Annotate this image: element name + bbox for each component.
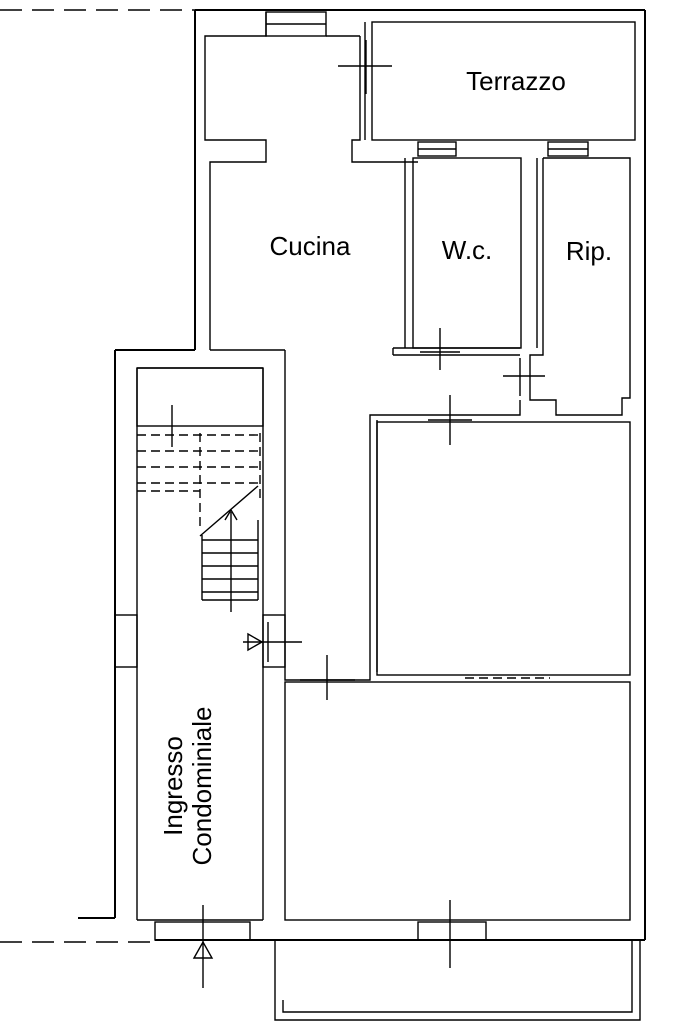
rip-door xyxy=(503,358,545,396)
stair-block xyxy=(114,367,286,921)
ingresso-condominiale-label: Ingresso Condominiale xyxy=(158,707,217,866)
rip-room xyxy=(529,141,631,416)
ingresso-label-line1: Ingresso xyxy=(158,736,188,836)
room-bottom-right xyxy=(284,677,631,921)
stair-arrow-icon xyxy=(224,508,238,612)
stair-steps-dashed xyxy=(137,433,261,531)
terrazzo-door xyxy=(338,40,392,94)
entry-arrow-icon xyxy=(192,940,214,959)
balcony-bottom xyxy=(274,940,641,1021)
stair-steps-solid xyxy=(199,485,259,601)
cucina-room xyxy=(210,349,521,681)
rip-label: Rip. xyxy=(566,236,612,266)
cucina-label: Cucina xyxy=(270,231,351,261)
room-bottom-window xyxy=(417,900,487,968)
room-bottom-door-top xyxy=(300,655,355,700)
room-middle-door xyxy=(428,395,472,445)
wc-door xyxy=(420,328,460,370)
terrazzo-label: Terrazzo xyxy=(466,66,566,96)
ingresso-label-line2: Condominiale xyxy=(187,707,217,866)
building-entry xyxy=(154,905,251,988)
terrazzo-room xyxy=(364,21,636,141)
wc-room xyxy=(392,141,522,356)
apartment-entry-arrow-icon xyxy=(243,622,302,662)
room-middle-right xyxy=(376,421,631,676)
upper-left-alcove xyxy=(204,11,418,350)
wc-label: W.c. xyxy=(442,235,493,265)
